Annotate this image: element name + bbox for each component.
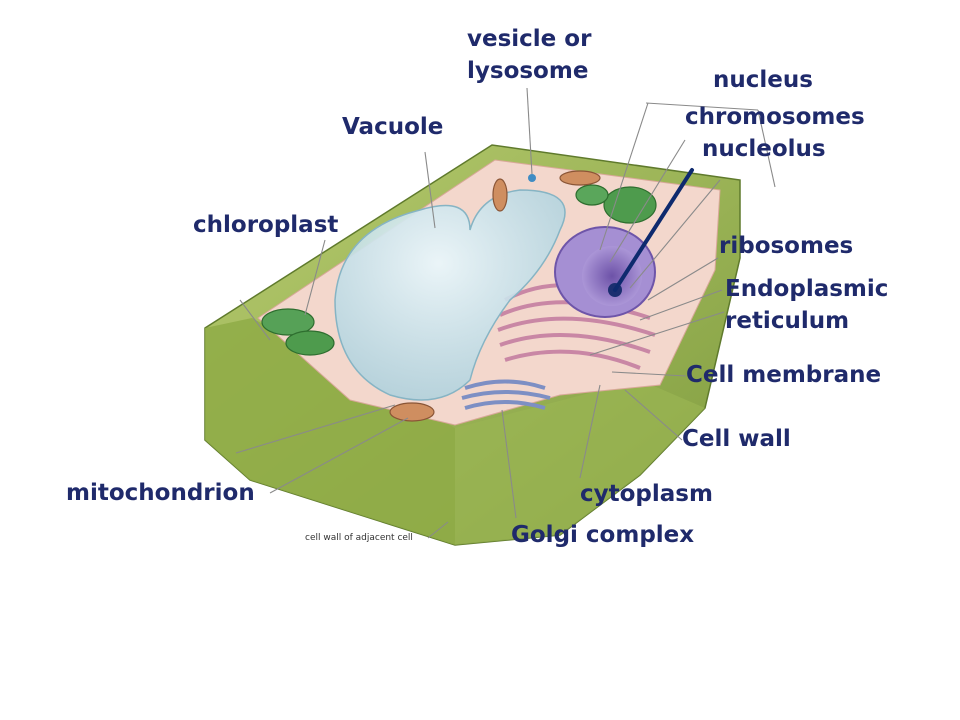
label-vesicle-line1: vesicle or <box>467 26 592 52</box>
vacuole-shape <box>334 189 566 401</box>
mitochondrion-shapes <box>389 170 601 422</box>
label-cytoplasm: cytoplasm <box>580 481 713 507</box>
label-ribosomes: ribosomes <box>719 233 854 259</box>
nucleolus-pointer <box>613 168 694 292</box>
chloroplast-shapes <box>261 184 657 356</box>
label-er-line2: reticulum <box>725 308 850 334</box>
label-chloroplast: chloroplast <box>193 212 339 238</box>
label-nucleus: nucleus <box>713 67 813 93</box>
label-golgi-complex: Golgi complex <box>511 522 695 548</box>
label-nucleolus: nucleolus <box>702 136 826 162</box>
label-vesicle-line2: lysosome <box>467 58 589 84</box>
label-vacuole: Vacuole <box>342 114 444 140</box>
golgi-complex-shape <box>461 379 551 410</box>
label-mitochondrion: mitochondrion <box>66 480 255 506</box>
label-cell-wall: Cell wall <box>682 426 791 452</box>
leader-lines <box>235 87 776 539</box>
label-chromosomes: chromosomes <box>685 104 865 130</box>
label-adjacent-cell-wall: cell wall of adjacent cell <box>305 533 413 543</box>
vesicle-shape <box>528 174 536 182</box>
label-cell-membrane: Cell membrane <box>686 362 882 388</box>
nucleus-shape <box>554 226 656 318</box>
label-er-line1: Endoplasmic <box>725 276 889 302</box>
